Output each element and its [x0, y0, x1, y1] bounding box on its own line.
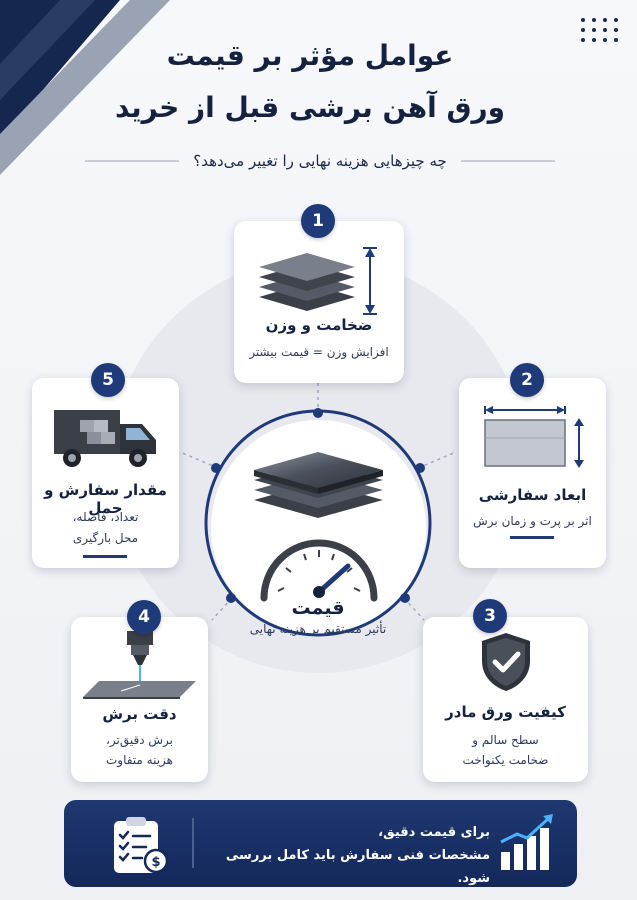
factor-card-quality: کیفیت ورق مادر سطح سالم و ضخامت یکنواخت — [423, 617, 588, 782]
factor-card-order-shipping: مقدار سفارش و حمل تعداد، فاصله، محل بارگ… — [32, 378, 179, 568]
subtitle-divider-left — [85, 160, 180, 162]
dot-grid-decoration — [581, 18, 619, 42]
cta-line-2: مشخصات فنی سفارش باید کامل بررسی شود. — [225, 847, 490, 886]
center-price-desc: تأثیر مستقیم بر هزینه نهایی — [249, 622, 387, 636]
factor-desc: افزایش وزن = قیمت بیشتر — [249, 345, 389, 359]
factor-title: ضخامت و وزن — [265, 316, 373, 334]
price-gauge-icon — [260, 539, 378, 602]
page-title-line-1: عوامل مؤثر بر قیمت — [166, 39, 454, 72]
factor-card-precision: دقت برش برش دقیق‌تر، هزینه متفاوت — [71, 617, 208, 782]
corner-stripes-decoration — [0, 0, 170, 175]
factor-number-badge: 3 — [473, 599, 507, 633]
laser-cut-icon — [83, 631, 196, 699]
factor-card-dimensions: ابعاد سفارشی اثر بر پرت و زمان برش — [459, 378, 606, 568]
factor-underline — [510, 536, 554, 539]
truck-icon — [54, 410, 156, 467]
cta-line-1: برای قیمت دقیق، — [378, 825, 490, 840]
cta-divider — [192, 818, 194, 868]
growth-chart-icon — [500, 814, 553, 870]
factor-desc-line-1: برش دقیق‌تر، — [106, 733, 173, 747]
factor-desc-line-1: سطح سالم و — [472, 733, 539, 747]
factor-underline — [83, 555, 127, 558]
shield-check-icon — [482, 633, 530, 691]
checklist-icon: $ — [114, 817, 169, 874]
steel-stack-center-icon — [254, 452, 383, 518]
cta-text: برای قیمت دقیق، مشخصات فنی سفارش باید کا… — [200, 822, 490, 890]
factor-title: کیفیت ورق مادر — [445, 703, 566, 721]
factor-number-badge: 4 — [127, 600, 161, 634]
svg-text:$: $ — [151, 855, 160, 870]
dimension-sheet-icon — [484, 406, 584, 468]
factor-desc-line-1: تعداد، فاصله، — [72, 510, 139, 524]
subtitle: چه چیزهایی هزینه نهایی را تغییر می‌دهد؟ — [193, 152, 447, 170]
factor-card-thickness: ضخامت و وزن افزایش وزن = قیمت بیشتر — [234, 221, 404, 383]
factor-title: دقت برش — [102, 705, 177, 723]
factor-number-badge: 2 — [510, 363, 544, 397]
factor-title: مقدار سفارش و حمل — [44, 481, 167, 517]
subtitle-row: چه چیزهایی هزینه نهایی را تغییر می‌دهد؟ — [85, 152, 556, 170]
factor-desc-line-2: ضخامت یکنواخت — [462, 753, 549, 767]
subtitle-divider-right — [460, 160, 556, 162]
center-price-title: قیمت — [291, 597, 345, 619]
page-title-line-2: ورق آهن برشی قبل از خرید — [114, 91, 506, 124]
factor-number-badge: 1 — [301, 204, 335, 238]
factor-desc-line-2: هزینه متفاوت — [105, 753, 174, 767]
factor-number-badge: 5 — [91, 363, 125, 397]
factor-title: ابعاد سفارشی — [478, 486, 587, 504]
factor-desc-line-2: محل بارگیری — [72, 531, 139, 545]
steel-stack-icon — [259, 247, 377, 315]
factor-desc: اثر بر پرت و زمان برش — [473, 514, 592, 528]
